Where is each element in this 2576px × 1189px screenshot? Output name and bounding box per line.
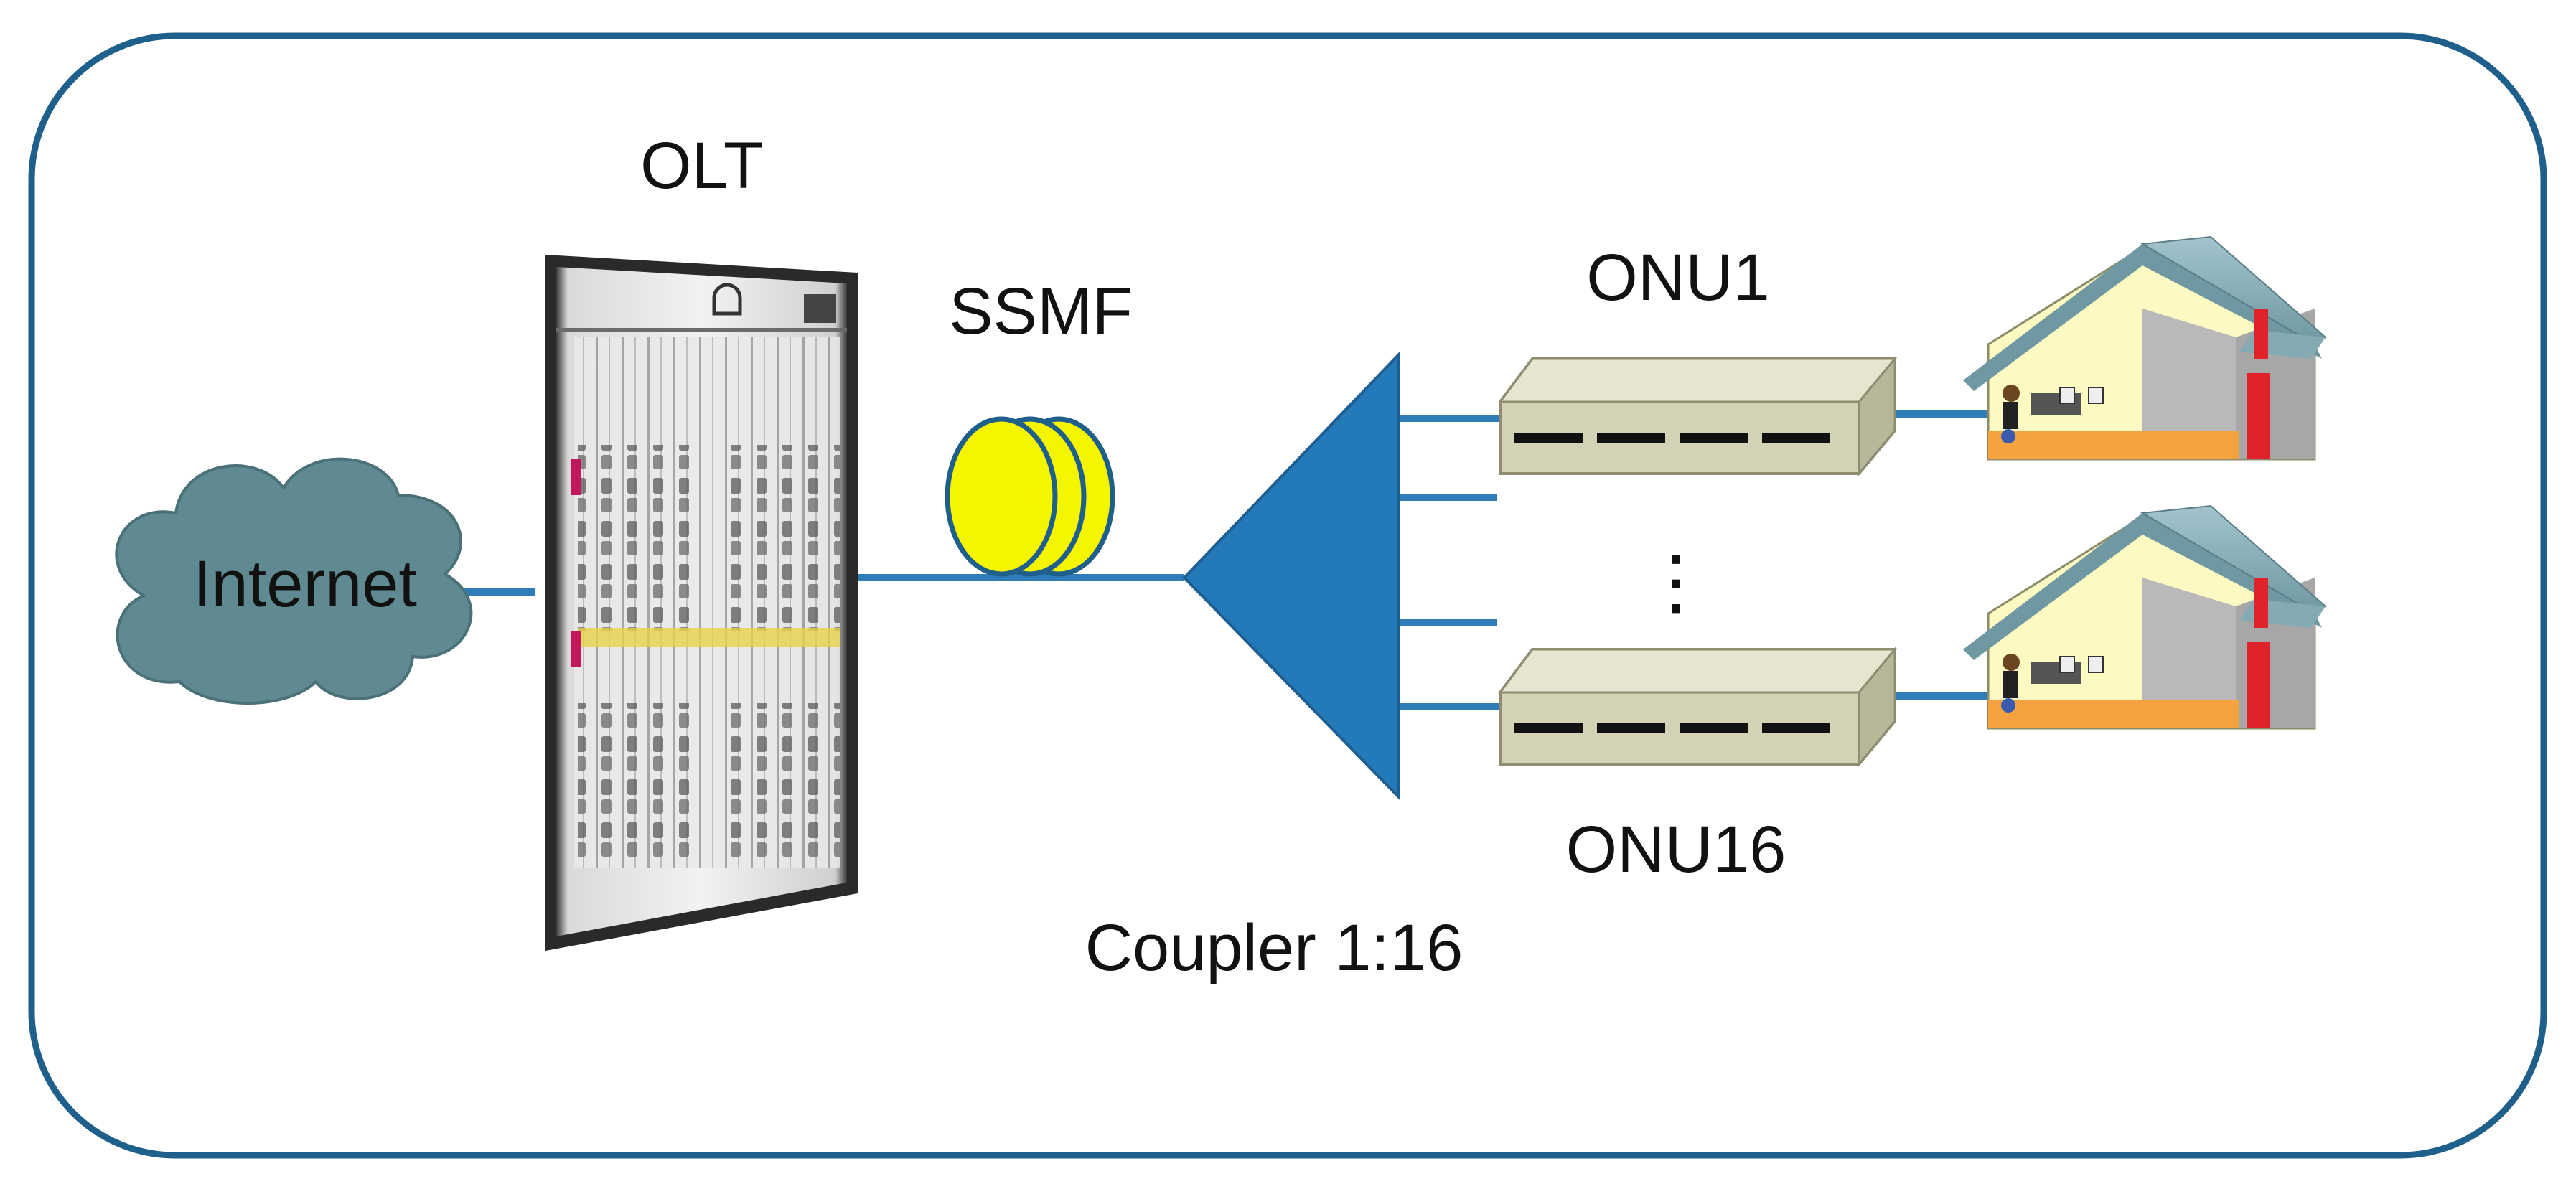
- internet-cloud-icon: [115, 457, 473, 705]
- internet-label: Internet: [193, 547, 417, 621]
- onu1-label: ONU1: [1586, 241, 1770, 314]
- coupler-label: Coupler 1:16: [1085, 911, 1463, 984]
- onu-box-icon: [1498, 355, 1898, 477]
- ssmf-label: SSMF: [949, 275, 1133, 348]
- onu-box-icon: [1498, 646, 1898, 768]
- fiber-spool-icon: [945, 416, 1115, 577]
- coupler-triangle-icon: [1182, 352, 1400, 800]
- fiber-links: [459, 410, 1995, 710]
- olt-rack-icon: [545, 255, 858, 951]
- onu-ellipsis: ⋮: [1640, 542, 1712, 622]
- onu16-label: ONU16: [1566, 813, 1786, 886]
- house-icon: [1963, 235, 2327, 461]
- olt-label: OLT: [640, 129, 764, 202]
- house-icon: [1963, 504, 2327, 730]
